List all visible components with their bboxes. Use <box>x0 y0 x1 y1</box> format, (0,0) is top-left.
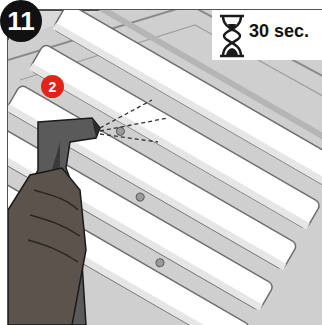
callout-number-text: 2 <box>49 80 57 94</box>
callout-number: 2 <box>41 75 64 98</box>
time-label: 30 sec. <box>249 22 309 40</box>
step-number: 11 <box>0 0 42 42</box>
step-number-text: 11 <box>7 8 35 34</box>
